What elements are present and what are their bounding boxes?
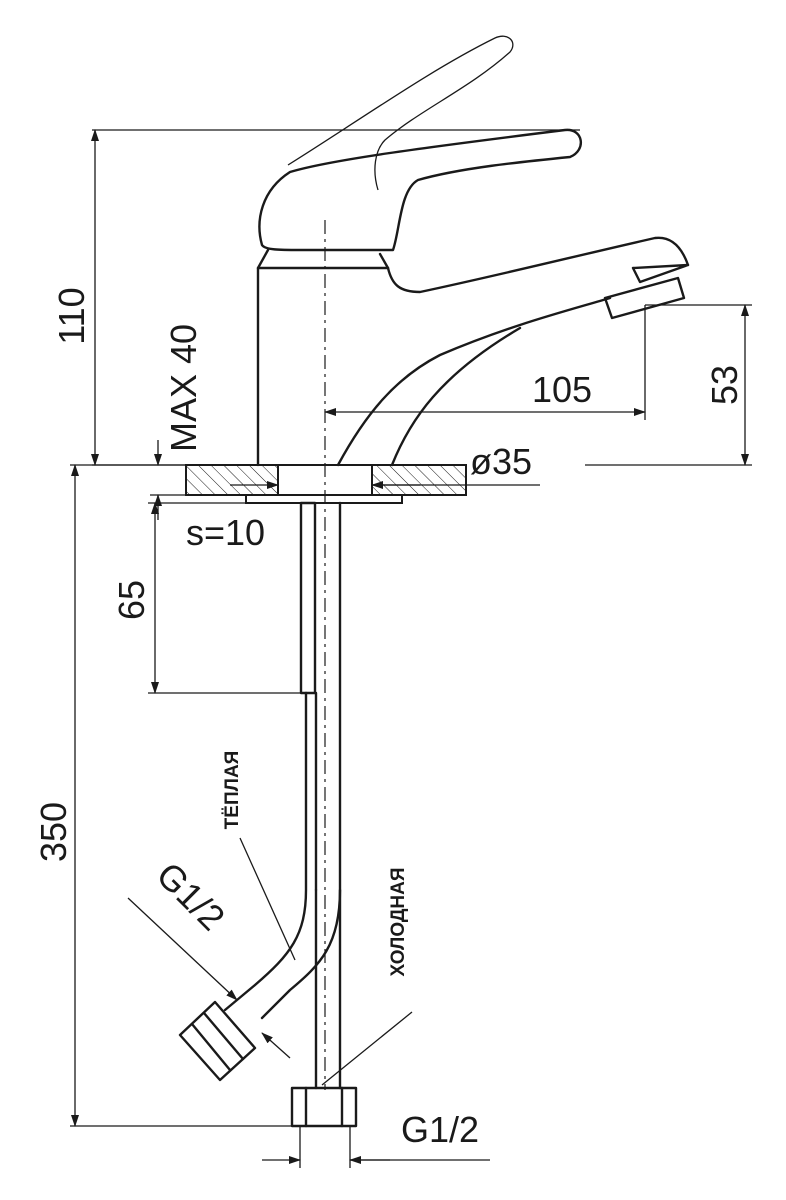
faucet-body — [256, 35, 690, 467]
dim-thread-left — [127, 897, 291, 1059]
dim-stud-length — [148, 502, 301, 694]
warm-hose-nut — [178, 1000, 257, 1082]
washer-thickness-value: s=10 — [186, 512, 265, 553]
dim-spout-reach — [324, 305, 646, 420]
spout-top — [386, 236, 690, 294]
hose-length-value: 350 — [33, 802, 74, 862]
thread-bottom-value: G1/2 — [401, 1109, 479, 1150]
total-height-value: 110 — [51, 287, 92, 344]
warm-hose — [178, 691, 342, 1082]
dim-hose-length — [70, 464, 292, 1127]
spout-nose — [631, 263, 690, 284]
cold-hose — [290, 501, 358, 1128]
spout-reach-value: 105 — [532, 369, 592, 410]
dim-outlet-height — [585, 304, 752, 466]
lever-handle — [258, 128, 582, 252]
outlet-height-value: 53 — [704, 365, 745, 405]
countertop-section — [185, 464, 467, 504]
dim-thread-bottom — [262, 1126, 490, 1168]
warm-hose-label: ТЁПЛАЯ — [222, 751, 243, 830]
mounting-stud — [299, 501, 317, 695]
body-column — [256, 266, 390, 467]
lever-raised-outline — [287, 35, 514, 191]
spout-underside — [336, 296, 612, 467]
aerator — [603, 276, 686, 320]
hole-diameter-value: ø35 — [470, 441, 532, 482]
max-deck-value: MAX 40 — [163, 324, 204, 452]
thread-left-value: G1/2 — [149, 854, 233, 938]
stud-length-value: 65 — [111, 580, 152, 620]
spout-inner-curve — [390, 326, 522, 467]
cold-hose-nut — [290, 1086, 358, 1128]
cold-hose-label: ХОЛОДНАЯ — [388, 868, 409, 977]
leader-cold — [321, 1011, 413, 1086]
leader-warm — [239, 837, 296, 961]
cartridge-cap — [256, 248, 390, 270]
